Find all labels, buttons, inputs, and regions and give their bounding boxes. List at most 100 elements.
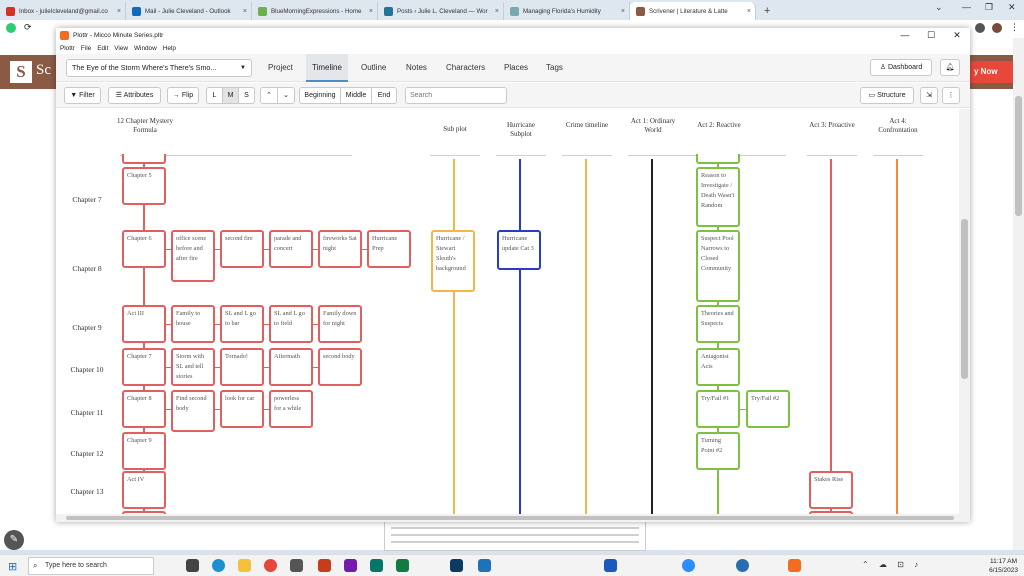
column-header-act2[interactable]: Act 2: Reactive bbox=[697, 121, 741, 129]
size-m-button[interactable]: M bbox=[222, 87, 239, 104]
menu-view[interactable]: View bbox=[114, 45, 128, 52]
row-label-chapter-8[interactable]: Chapter 8 bbox=[72, 264, 102, 273]
scene-card[interactable]: second body bbox=[318, 348, 362, 386]
scene-card[interactable]: Act III bbox=[122, 305, 166, 343]
app-icon[interactable] bbox=[290, 559, 303, 572]
close-icon[interactable]: × bbox=[746, 7, 751, 15]
column-header-act1[interactable]: Act 1: Ordinary World bbox=[630, 117, 676, 134]
row-label-chapter-11[interactable]: Chapter 11 bbox=[70, 408, 104, 417]
row-label-chapter-9[interactable]: Chapter 9 bbox=[72, 323, 102, 332]
scene-card[interactable]: Chapter 6 bbox=[122, 230, 166, 268]
menu-file[interactable]: File bbox=[80, 45, 92, 52]
scene-card[interactable]: Hurricane Prep bbox=[367, 230, 411, 268]
scene-card[interactable]: Aftermath bbox=[269, 348, 313, 386]
scene-card[interactable]: powerless for a while bbox=[269, 390, 313, 428]
structure-button[interactable]: ▭ Structure bbox=[860, 87, 914, 104]
scene-card[interactable]: fireworks Sat night bbox=[318, 230, 362, 268]
close-window-icon[interactable]: ✕ bbox=[1008, 2, 1016, 12]
tab-notes[interactable]: Notes bbox=[406, 63, 427, 72]
word-icon[interactable] bbox=[604, 559, 617, 572]
scene-card[interactable]: look for car bbox=[220, 390, 264, 428]
column-header-act4[interactable]: Act 4: Confrontation bbox=[878, 117, 918, 134]
notifications-button[interactable]: 🔔︎ bbox=[940, 59, 960, 76]
background-scrollbar[interactable] bbox=[1013, 38, 1024, 550]
zoom-icon[interactable] bbox=[682, 559, 695, 572]
horizontal-scrollbar[interactable] bbox=[56, 514, 970, 522]
column-header-hurricane[interactable]: Hurricane Subplot bbox=[507, 121, 535, 138]
close-icon[interactable]: × bbox=[368, 7, 373, 15]
column-header-crime[interactable]: Crime timeline bbox=[565, 121, 609, 129]
flip-button[interactable]: → Flip bbox=[167, 87, 199, 104]
scene-card[interactable] bbox=[122, 154, 166, 164]
column-header-act3[interactable]: Act 3: Proactive bbox=[809, 121, 855, 129]
browser-tab-humidity[interactable]: Managing Florida's Humidity× bbox=[504, 2, 630, 20]
plottr-icon[interactable] bbox=[788, 559, 801, 572]
row-label-chapter-10[interactable]: Chapter 10 bbox=[70, 365, 104, 374]
scene-card[interactable]: Reason to Investigate / Death Wasn't Ran… bbox=[696, 167, 740, 227]
scene-card[interactable]: Stakes Rise bbox=[809, 471, 853, 509]
scene-card[interactable]: Act IV bbox=[122, 471, 166, 509]
scene-card[interactable]: Chapter 7 bbox=[122, 348, 166, 386]
system-tray-icons[interactable]: ⌃ ☁ ⊡ ♪ bbox=[862, 560, 923, 569]
row-label-chapter-12[interactable]: Chapter 12 bbox=[70, 449, 104, 458]
search-input[interactable] bbox=[405, 87, 507, 104]
app-icon[interactable] bbox=[736, 559, 749, 572]
scene-card[interactable]: Chapter 9 bbox=[122, 432, 166, 470]
back-icon[interactable] bbox=[6, 23, 16, 33]
scene-card[interactable]: Tornado! bbox=[220, 348, 264, 386]
profile-icon[interactable] bbox=[992, 23, 1002, 33]
tab-places[interactable]: Places bbox=[504, 63, 529, 72]
menu-icon[interactable]: ⋮ bbox=[1010, 22, 1019, 32]
row-label-chapter-7[interactable]: Chapter 7 bbox=[72, 195, 102, 204]
scroll-down-button[interactable]: ⌄ bbox=[277, 87, 295, 104]
browser-tab-scrivener[interactable]: Scrivener | Literature & Latte× bbox=[630, 2, 756, 20]
scene-card[interactable]: Chapter 5 bbox=[122, 167, 166, 205]
scroll-thumb[interactable] bbox=[66, 516, 954, 520]
powerpoint-icon[interactable] bbox=[318, 559, 331, 572]
scene-card[interactable]: Theories and Suspects bbox=[696, 305, 740, 343]
scene-card[interactable]: Find second body bbox=[171, 390, 215, 432]
dashboard-button[interactable]: ♙ Dashboard bbox=[870, 59, 932, 76]
close-icon[interactable]: × bbox=[242, 7, 247, 15]
close-icon[interactable]: × bbox=[494, 7, 499, 15]
row-label-chapter-13[interactable]: Chapter 13 bbox=[70, 487, 104, 496]
pencil-fab-icon[interactable]: ✎ bbox=[4, 530, 24, 550]
scene-card[interactable] bbox=[696, 154, 740, 164]
scene-card[interactable]: Suspect Pool Narrows to Closed Community bbox=[696, 230, 740, 302]
size-s-button[interactable]: S bbox=[238, 87, 255, 104]
scene-card[interactable]: Hurricane / Stewart Sleuth's background bbox=[431, 230, 475, 292]
scroll-up-button[interactable]: ⌃ bbox=[260, 87, 278, 104]
photoshop-icon[interactable] bbox=[450, 559, 463, 572]
excel-icon[interactable] bbox=[396, 559, 409, 572]
scene-card[interactable]: second fire bbox=[220, 230, 264, 268]
file-explorer-icon[interactable] bbox=[238, 559, 251, 572]
menu-plottr[interactable]: Plottr bbox=[60, 45, 75, 52]
tab-tags[interactable]: Tags bbox=[546, 63, 563, 72]
browser-tab-bluemorning[interactable]: BlueMorningExpressions - Home× bbox=[252, 2, 378, 20]
scroll-thumb[interactable] bbox=[961, 219, 968, 379]
scene-card[interactable]: Hurricane update Cat 3 bbox=[497, 230, 541, 270]
menu-edit[interactable]: Edit bbox=[97, 45, 109, 52]
close-window-icon[interactable]: ✕ bbox=[953, 30, 961, 40]
more-options-button[interactable]: ⋮ bbox=[942, 87, 960, 104]
forward-icon[interactable]: ⟳ bbox=[24, 22, 32, 32]
scene-card[interactable]: Family down for night bbox=[318, 305, 362, 343]
buy-now-button[interactable]: y Now bbox=[968, 61, 1024, 83]
column-header-mystery[interactable]: 12 Chapter Mystery Formula bbox=[117, 117, 173, 134]
scene-card[interactable]: Family to house bbox=[171, 305, 215, 343]
scene-card[interactable]: Storm with SL and tell stories bbox=[171, 348, 215, 386]
vertical-scrollbar[interactable] bbox=[959, 109, 970, 514]
browser-tab-gmail[interactable]: Inbox - julieIcleveland@gmail.co× bbox=[0, 2, 126, 20]
scene-card[interactable]: office scene before and after fire bbox=[171, 230, 215, 282]
browser-tab-outlook[interactable]: Mail - Julie Cleveland - Outlook× bbox=[126, 2, 252, 20]
scene-card[interactable]: Try/Fail #2 bbox=[746, 390, 790, 428]
windows-start-icon[interactable]: ⊞ bbox=[8, 561, 18, 573]
tab-characters[interactable]: Characters bbox=[446, 63, 486, 72]
tab-timeline[interactable]: Timeline bbox=[306, 54, 348, 82]
extension-icon[interactable] bbox=[975, 23, 985, 33]
close-icon[interactable]: × bbox=[116, 7, 121, 15]
app-icon[interactable] bbox=[478, 559, 491, 572]
scene-card[interactable]: parade and concert bbox=[269, 230, 313, 268]
project-select[interactable]: The Eye of the Storm Where's There's Smo… bbox=[66, 59, 252, 77]
scene-card[interactable]: SL and L go to field bbox=[269, 305, 313, 343]
